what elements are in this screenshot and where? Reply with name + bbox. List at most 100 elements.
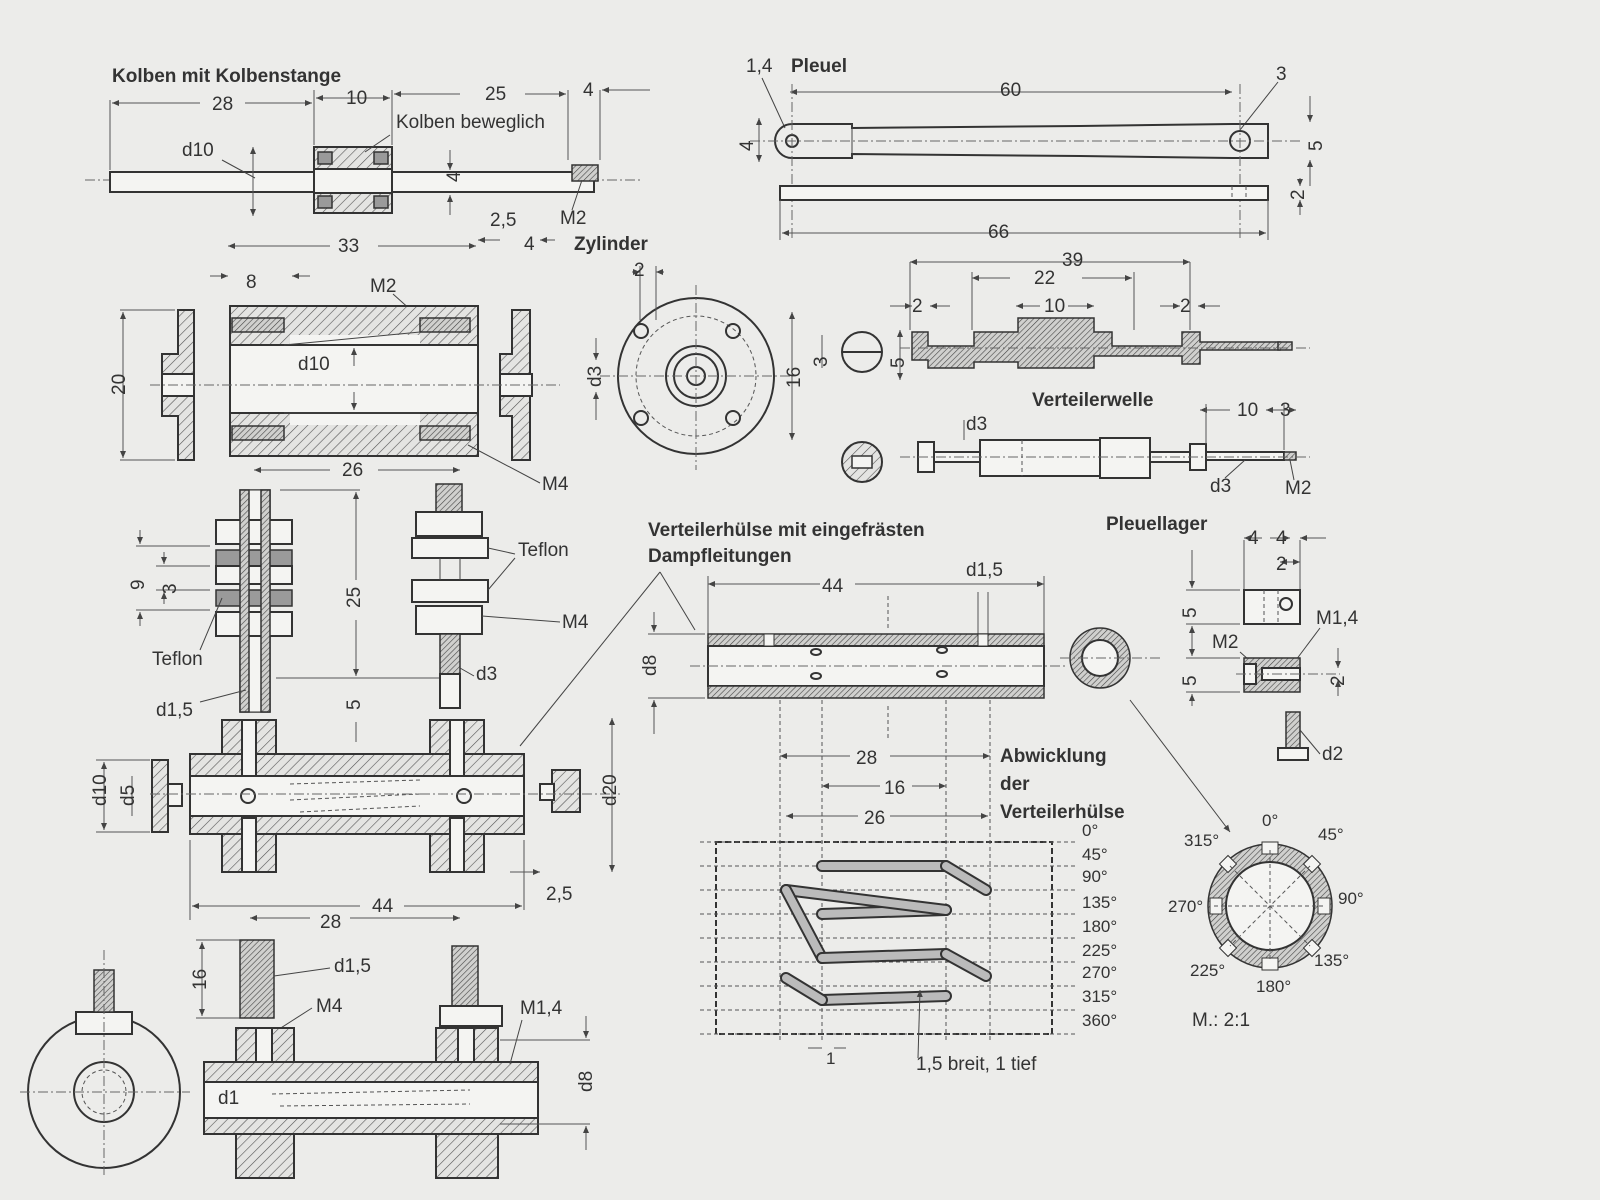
angle-label: 180° [1082,917,1117,936]
ring-angle-225: 225° [1190,961,1225,980]
verteilerhuelse-view: Verteilerhülse mit eingefrästen Dampflei… [519,520,1231,833]
kolben-beweglich-note: Kolben beweglich [396,112,545,133]
bottom-dia-1: d1 [218,1088,239,1109]
pleuel-dim-1-4: 1,4 [746,56,773,77]
pleuel-dim-3: 3 [1276,64,1287,85]
angle-label: 135° [1082,893,1117,912]
lower-dia-10: d10 [90,774,111,806]
welle-dia-3a: d3 [966,414,987,435]
kolben-dim-4: 4 [583,80,594,101]
ring-angle-45: 45° [1318,825,1344,844]
welle-thread-m2: M2 [1285,478,1311,499]
abw-dim-28: 28 [856,748,877,769]
pleuel-dim-4: 4 [737,140,758,151]
bottom-dia-8: d8 [576,1071,597,1092]
ring-section-2-1: 0° 45° 90° 135° 180° 225° 270° 315° M.: … [1168,811,1364,1031]
scale-note: M.: 2:1 [1192,1010,1250,1031]
lager-thread-m1-4: M1,4 [1316,608,1359,629]
pleuel-view: Pleuel 1,4 60 3 4 5 2 66 [737,56,1327,243]
ring-angle-315: 315° [1184,831,1219,850]
lager-dim-4a: 4 [1248,528,1259,549]
kolben-dim-dia4: 4 [444,171,465,182]
welle-dim-5: 5 [888,357,909,368]
mid-dim-26: 26 [342,460,363,481]
zylinder-end-dia-3: d3 [585,366,606,387]
welle-dim-2b: 2 [1180,296,1191,317]
angle-label: 315° [1082,987,1117,1006]
abwicklung-title-3: Verteilerhülse [1000,802,1125,823]
kolben-view: Kolben mit Kolbenstange 28 10 25 4 Kolbe… [85,66,650,229]
lager-dim-5b: 5 [1180,675,1201,686]
abw-dim-26: 26 [864,808,885,829]
bottom-dim-16: 16 [190,969,211,990]
ring-angle-90: 90° [1338,889,1364,908]
kolben-title: Kolben mit Kolbenstange [112,66,341,87]
angle-label: 90° [1082,867,1108,886]
slot-grooves [780,860,992,1006]
welle-dim-2a: 2 [912,296,923,317]
lager-dim-2b: 2 [1328,675,1349,686]
mid-teflon-left: Teflon [152,649,203,670]
bottom-assembly: 16 d1,5 M4 M1,4 d1 d8 [20,939,597,1179]
kolben-dia-10: d10 [182,140,214,161]
kolben-dim-25: 25 [485,84,506,105]
angle-label: 270° [1082,963,1117,982]
mid-thread-m4: M4 [562,612,589,633]
mid-dim-9: 9 [128,579,149,590]
mid-dim-25: 25 [344,587,365,608]
zylinder-dim-8: 8 [246,272,257,293]
abwicklung-view: Abwicklung der Verteilerhülse 28 16 26 [700,700,1125,1075]
lower-dim-28: 28 [320,912,341,933]
huelse-title-2: Dampfleitungen [648,546,792,567]
pleuel-dim-2: 2 [1288,189,1309,200]
angle-label: 360° [1082,1011,1117,1030]
zylinder-end-dim-16: 16 [784,367,805,388]
huelse-dia-8: d8 [640,655,661,676]
lower-dim-44: 44 [372,896,394,917]
zylinder-title: Zylinder [574,234,649,255]
bottom-dia-1-5: d1,5 [334,956,371,977]
ring-angle-270: 270° [1168,897,1203,916]
angle-labels: 0° 45° 90° 135° 180° 225° 270° 315° 360° [1082,821,1117,1030]
zylinder-end-dim-2: 2 [634,260,645,281]
zylinder-dim-33: 33 [338,236,359,257]
pleuel-dim-60: 60 [1000,80,1021,101]
lower-dim-2-5: 2,5 [546,884,572,905]
verteilerwelle-view: 39 22 10 2 2 3 5 Verteilerwelle [811,250,1311,499]
huelse-dim-44: 44 [822,576,844,597]
kolben-dim-10: 10 [346,88,367,109]
zylinder-view: Zylinder 33 2,5 4 8 M2 20 d10 [109,210,805,495]
zylinder-dim-4: 4 [524,234,535,255]
abw-dim-16: 16 [884,778,905,799]
mid-dia-3: d3 [476,664,497,685]
stud-views: 26 9 3 Teflon d1,5 25 5 [128,460,589,742]
lager-dim-2: 2 [1276,554,1287,575]
pleuel-title: Pleuel [791,56,847,77]
angle-label: 225° [1082,941,1117,960]
lager-dim-4b: 4 [1276,528,1287,549]
pleuel-dim-5: 5 [1306,140,1327,151]
lager-dim-5a: 5 [1180,607,1201,618]
bottom-thread-m4: M4 [316,996,343,1017]
mid-teflon-right: Teflon [518,540,569,561]
ring-angle-135: 135° [1314,951,1349,970]
lower-dia-20: d20 [600,774,621,806]
mid-dia-1-5: d1,5 [156,700,193,721]
ring-angle-180: 180° [1256,977,1291,996]
slot-note: 1,5 breit, 1 tief [916,1054,1037,1075]
welle-dim-10a: 10 [1044,296,1065,317]
angle-label: 45° [1082,845,1108,864]
lager-thread-m2: M2 [1212,632,1238,653]
angle-label: 0° [1082,821,1098,840]
welle-dim-3b: 3 [1280,400,1291,421]
zylinder-dim-2-5: 2,5 [490,210,516,231]
ring-angle-0: 0° [1262,811,1278,830]
pleuellager-title: Pleuellager [1106,514,1208,535]
lower-cylinder-section: d10 d5 d20 2,5 44 28 [90,718,621,933]
welle-dim-3: 3 [811,356,832,367]
welle-dim-39: 39 [1062,250,1083,271]
kolben-dim-28: 28 [212,94,233,115]
huelse-title-1: Verteilerhülse mit eingefrästen [648,520,925,541]
